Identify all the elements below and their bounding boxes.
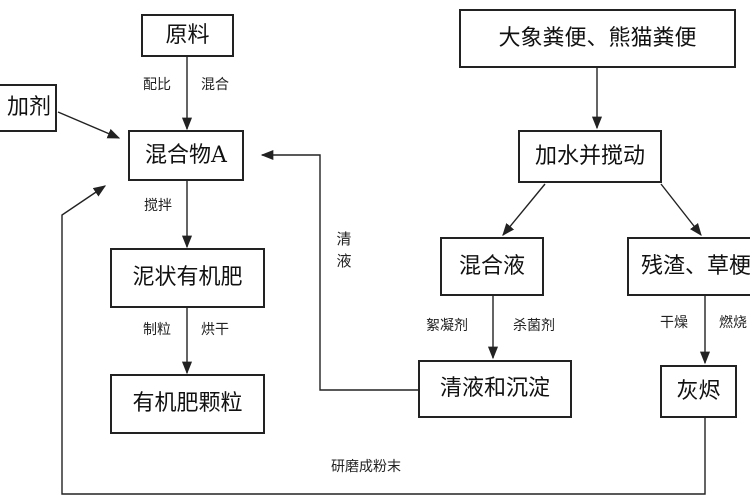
node-add-water-stir: 加水并搅动 bbox=[518, 130, 662, 183]
node-raw-material: 原料 bbox=[141, 14, 234, 57]
label-dry: 干燥 bbox=[660, 315, 688, 331]
label-granulate: 制粒 bbox=[143, 322, 171, 338]
node-mud-fertilizer: 泥状有机肥 bbox=[110, 248, 265, 308]
node-clear-and-sediment: 清液和沉淀 bbox=[418, 360, 572, 418]
label-grind-powder: 研磨成粉末 bbox=[331, 459, 401, 475]
label-clear-liquid: 清液 bbox=[336, 230, 352, 270]
node-mixed-liquid: 混合液 bbox=[440, 237, 544, 296]
arrow-water-to-liquid bbox=[502, 183, 546, 236]
node-fertilizer-granules: 有机肥颗粒 bbox=[110, 374, 265, 434]
arrow-water-to-residue bbox=[660, 183, 702, 236]
arrow-ash-powder-return bbox=[61, 185, 706, 495]
node-residue: 残渣、草梗 bbox=[627, 237, 750, 296]
label-stir: 搅拌 bbox=[144, 198, 172, 214]
arrow-clear-liquid-return bbox=[260, 149, 418, 391]
label-flocculant: 絮凝剂 bbox=[426, 318, 468, 334]
arrow-additive-to-mixture bbox=[57, 111, 121, 139]
label-burn: 燃烧 bbox=[719, 315, 747, 331]
node-additive: 加剂 bbox=[0, 84, 57, 132]
label-dry-bake: 烘干 bbox=[201, 322, 229, 338]
node-ash: 灰烬 bbox=[660, 365, 737, 418]
label-mix: 混合 bbox=[201, 77, 229, 93]
label-ratio: 配比 bbox=[143, 77, 171, 93]
node-mixture-a: 混合物A bbox=[128, 130, 244, 181]
node-feces: 大象粪便、熊猫粪便 bbox=[459, 9, 736, 68]
label-bactericide: 杀菌剂 bbox=[513, 318, 555, 334]
